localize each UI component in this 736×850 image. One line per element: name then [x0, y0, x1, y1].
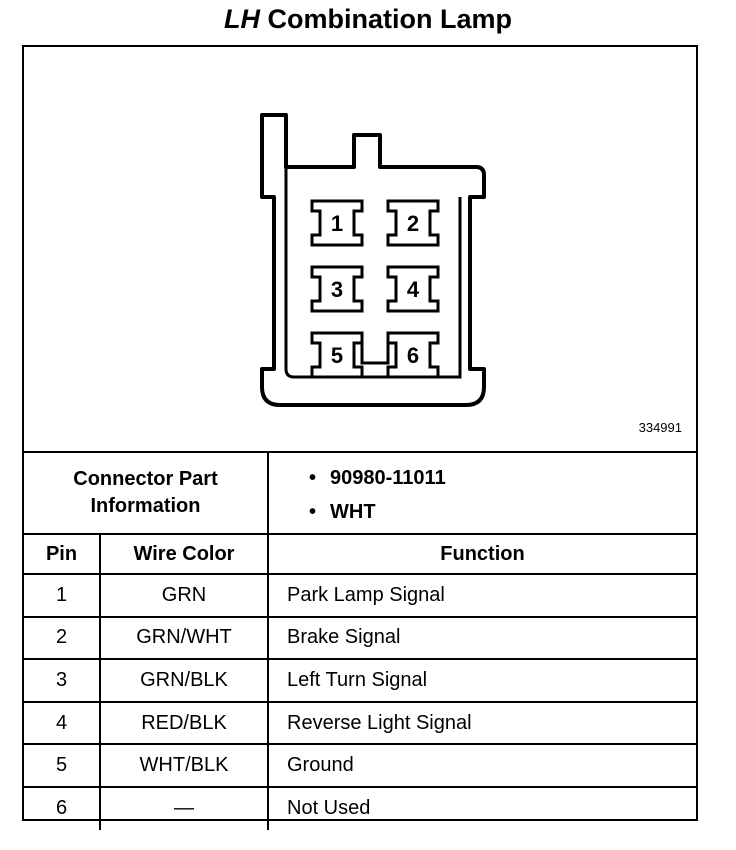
wire-color-cell: GRN/WHT: [99, 615, 269, 661]
pin-cavity-1: [310, 199, 364, 247]
table-header-row: Pin Wire Color Function: [24, 533, 696, 575]
wire-color-cell: GRN: [99, 573, 269, 618]
pin-cavity-2: [386, 199, 440, 247]
pin-5-6-bridge: [360, 333, 390, 365]
function-cell: Not Used: [267, 785, 696, 830]
header-pin: Pin: [24, 533, 101, 575]
pin-number-3: 3: [331, 277, 343, 302]
pin-cell: 5: [24, 743, 101, 788]
wire-color-cell: WHT/BLK: [99, 743, 269, 788]
function-cell: Ground: [267, 743, 696, 788]
page-title: LH Combination Lamp: [0, 4, 736, 35]
connector-info-label-line1: Connector Part: [73, 468, 218, 490]
pin-cell: 1: [24, 573, 101, 618]
header-wire-color: Wire Color: [99, 533, 269, 575]
connector-inner-outline: [284, 167, 462, 379]
wire-color-cell: RED/BLK: [99, 700, 269, 746]
connector-face-drawing: 1 2 3 4 5 6: [260, 113, 486, 407]
pin-number-2: 2: [407, 211, 419, 236]
pin-number-4: 4: [407, 277, 420, 302]
connector-diagram: 1 2 3 4 5 6 334991: [24, 47, 696, 451]
connector-info-row: Connector Part Information 90980-11011 W…: [24, 451, 696, 535]
header-function: Function: [267, 533, 696, 575]
table-row: 6—Not Used: [24, 785, 696, 830]
connector-info-label: Connector Part Information: [24, 451, 269, 535]
drawing-id: 334991: [638, 420, 682, 435]
function-cell: Brake Signal: [267, 615, 696, 661]
connector-info-values: 90980-11011 WHT: [267, 451, 696, 535]
wire-color-cell: —: [99, 785, 269, 830]
pin-cell: 6: [24, 785, 101, 830]
pin-cavity-6: [386, 331, 440, 379]
title-rest: Combination Lamp: [260, 4, 513, 34]
connector-color: WHT: [309, 495, 696, 529]
function-cell: Left Turn Signal: [267, 658, 696, 703]
connector-housing: [260, 113, 486, 407]
pin-cavity-4: [386, 265, 440, 313]
pin-number-6: 6: [407, 343, 419, 368]
pin-cell: 2: [24, 615, 101, 661]
function-cell: Reverse Light Signal: [267, 700, 696, 746]
pin-number-1: 1: [331, 211, 343, 236]
connector-part-number: 90980-11011: [309, 461, 696, 495]
wire-color-cell: GRN/BLK: [99, 658, 269, 703]
pin-number-5: 5: [331, 343, 343, 368]
title-prefix: LH: [224, 4, 260, 34]
connector-info-label-line2: Information: [90, 495, 201, 517]
pin-cavity-3: [310, 265, 364, 313]
pin-cell: 4: [24, 700, 101, 746]
pin-cavities: 1 2 3 4 5 6: [310, 199, 440, 379]
pinout-table: Connector Part Information 90980-11011 W…: [24, 451, 696, 830]
pin-cell: 3: [24, 658, 101, 703]
function-cell: Park Lamp Signal: [267, 573, 696, 618]
